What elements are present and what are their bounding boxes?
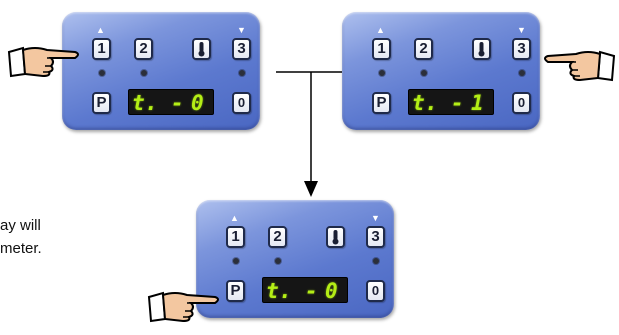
display-char-4: 0 xyxy=(325,279,338,303)
display-char-4: 1 xyxy=(471,91,484,115)
display-char-1: t xyxy=(132,91,145,115)
thermometer-key[interactable] xyxy=(326,226,345,248)
led-3 xyxy=(239,70,245,76)
led-2 xyxy=(421,70,427,76)
pointing-hand-icon xyxy=(7,46,79,78)
led-1 xyxy=(99,70,105,76)
program-key[interactable]: P xyxy=(226,280,245,302)
key-2[interactable]: 2 xyxy=(414,38,433,60)
key-1[interactable]: 1 xyxy=(226,226,245,248)
up-arrow-icon: ▲ xyxy=(230,213,239,223)
caption-line-1: ay will xyxy=(0,217,41,234)
key-3[interactable]: 3 xyxy=(232,38,251,60)
thermometer-icon xyxy=(478,42,485,57)
power-key-label: 0 xyxy=(371,283,380,298)
key-3[interactable]: 3 xyxy=(512,38,531,60)
power-key[interactable]: 0 xyxy=(512,92,531,114)
up-arrow-icon: ▲ xyxy=(96,25,105,35)
led-display: t . - 0 xyxy=(128,89,214,115)
key-3[interactable]: 3 xyxy=(366,226,385,248)
down-arrow-icon: ▼ xyxy=(517,25,526,35)
led-2 xyxy=(141,70,147,76)
thermometer-key[interactable] xyxy=(472,38,491,60)
display-char-4: 0 xyxy=(191,91,204,115)
power-key-label: 0 xyxy=(237,95,246,110)
power-key[interactable]: 0 xyxy=(366,280,385,302)
led-1 xyxy=(233,258,239,264)
program-key[interactable]: P xyxy=(92,92,111,114)
led-2 xyxy=(275,258,281,264)
caption-line-2: meter. xyxy=(0,240,42,257)
key-1[interactable]: 1 xyxy=(372,38,391,60)
display-char-3: - xyxy=(305,279,318,303)
led-3 xyxy=(519,70,525,76)
thermometer-key[interactable] xyxy=(192,38,211,60)
up-arrow-icon: ▲ xyxy=(376,25,385,35)
thermometer-icon xyxy=(198,42,205,57)
control-panel-top-left: ▲ ▼ 1 2 3 P t . - 0 0 xyxy=(62,12,260,130)
pointing-hand-icon xyxy=(544,50,616,82)
display-char-2: . xyxy=(145,91,158,115)
key-1[interactable]: 1 xyxy=(92,38,111,60)
control-panel-bottom: ▲ ▼ 1 2 3 P t . - 0 0 xyxy=(196,200,394,318)
display-char-1: t xyxy=(412,91,425,115)
key-2[interactable]: 2 xyxy=(268,226,287,248)
display-char-3: - xyxy=(171,91,184,115)
led-display: t . - 1 xyxy=(408,89,494,115)
display-char-2: . xyxy=(425,91,438,115)
display-char-3: - xyxy=(451,91,464,115)
down-arrow-icon: ▼ xyxy=(237,25,246,35)
power-key-label: 0 xyxy=(517,95,526,110)
program-key[interactable]: P xyxy=(372,92,391,114)
down-arrowhead xyxy=(304,181,318,197)
led-1 xyxy=(379,70,385,76)
led-3 xyxy=(373,258,379,264)
key-2[interactable]: 2 xyxy=(134,38,153,60)
pointing-hand-icon xyxy=(147,291,219,323)
control-panel-top-right: ▲ ▼ 1 2 3 P t . - 1 0 xyxy=(342,12,540,130)
display-char-2: . xyxy=(279,279,292,303)
thermometer-icon xyxy=(332,230,339,245)
led-display: t . - 0 xyxy=(262,277,348,303)
power-key[interactable]: 0 xyxy=(232,92,251,114)
display-char-1: t xyxy=(266,279,279,303)
down-arrow-icon: ▼ xyxy=(371,213,380,223)
